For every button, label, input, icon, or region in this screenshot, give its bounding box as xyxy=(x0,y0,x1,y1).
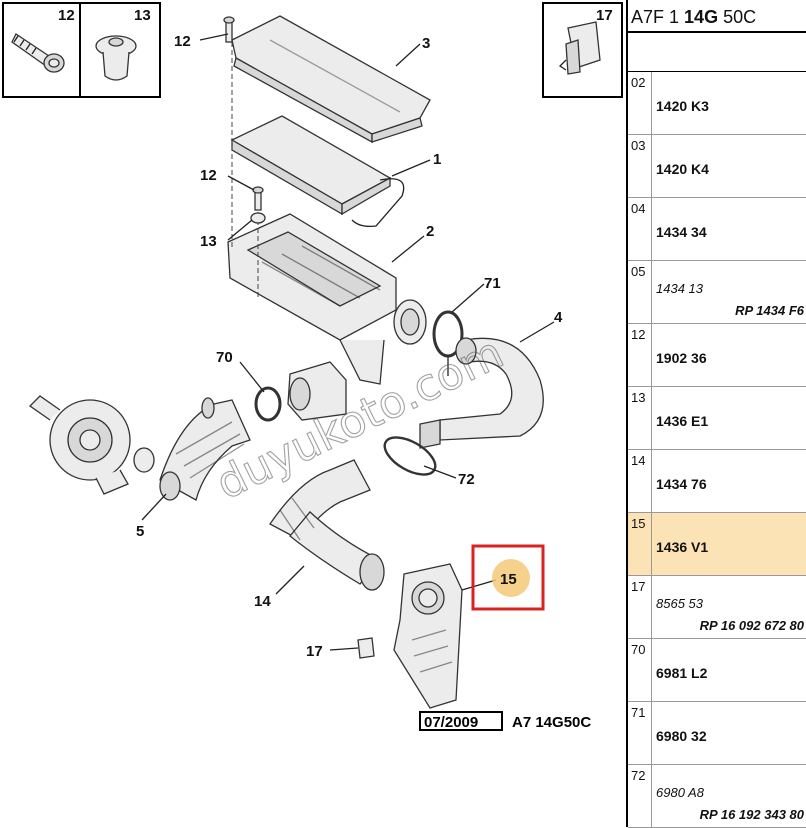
inset-box-13[interactable]: 13 xyxy=(79,2,161,98)
table-blank-row xyxy=(628,33,806,72)
table-row[interactable]: 72 6980 A8 RP 16 192 343 80 xyxy=(628,765,806,828)
grommet-icon xyxy=(95,35,137,81)
row-part-code: 8565 53 xyxy=(656,596,703,611)
callout-70[interactable]: 70 xyxy=(216,349,233,366)
callout-badge xyxy=(492,559,530,597)
callout-17[interactable]: 17 xyxy=(306,643,323,660)
row-part-code: 1436 E1 xyxy=(656,413,709,429)
row-part-code: 6981 L2 xyxy=(656,665,708,681)
row-index: 70 xyxy=(628,639,652,701)
callout-71[interactable]: 71 xyxy=(484,275,501,292)
row-part-code: 1434 13 xyxy=(656,281,703,296)
row-part-code: 1434 76 xyxy=(656,476,707,492)
callout-12-top[interactable]: 12 xyxy=(174,33,191,50)
row-index: 05 xyxy=(628,261,652,323)
airflow-meter[interactable] xyxy=(287,361,347,421)
seal-70[interactable] xyxy=(254,386,282,422)
callout-12-mid[interactable]: 12 xyxy=(200,167,217,184)
air-filter-element[interactable] xyxy=(230,115,405,228)
callout-72[interactable]: 72 xyxy=(458,471,475,488)
row-index: 72 xyxy=(628,765,652,827)
row-part-code: 6980 32 xyxy=(656,728,707,744)
air-filter-housing[interactable] xyxy=(227,213,427,385)
footer-date: 07/2009 xyxy=(424,714,478,731)
table-row[interactable]: 17 8565 53 RP 16 092 672 80 xyxy=(628,576,806,639)
screw-top xyxy=(223,16,235,43)
intake-hose-5[interactable] xyxy=(159,397,251,501)
footer-code: A7 14G50C xyxy=(512,714,591,731)
highlight-frame xyxy=(471,544,545,611)
table-header: A7F 1 14G 50C xyxy=(628,0,806,33)
callout-13-mid[interactable]: 13 xyxy=(200,233,217,250)
callout-5[interactable]: 5 xyxy=(136,523,144,540)
header-model: 14G xyxy=(684,7,719,27)
intake-hose-14[interactable] xyxy=(269,459,385,591)
clip-icon xyxy=(558,21,601,75)
air-duct-4[interactable] xyxy=(419,337,544,449)
footer-date-box xyxy=(419,711,503,731)
clip-17[interactable] xyxy=(357,637,375,659)
callout-4[interactable]: 4 xyxy=(554,309,563,326)
row-index: 02 xyxy=(628,72,652,134)
exploded-parts-diagram: 12 13 17 xyxy=(2,2,623,731)
mounting-bracket-15[interactable] xyxy=(393,563,463,709)
row-part-code: 1436 V1 xyxy=(656,539,709,555)
row-part-code: 1420 K3 xyxy=(656,98,709,114)
row-index: 03 xyxy=(628,135,652,197)
inset-box-17[interactable]: 17 xyxy=(542,2,623,98)
row-index: 13 xyxy=(628,387,652,449)
row-index: 15 xyxy=(628,513,652,575)
row-part-code: 1434 34 xyxy=(656,224,707,240)
row-index: 12 xyxy=(628,324,652,386)
row-index: 14 xyxy=(628,450,652,512)
row-part-code: 1902 36 xyxy=(656,350,707,366)
row-replacement-code: RP 16 192 343 80 xyxy=(699,807,804,822)
row-index: 71 xyxy=(628,702,652,764)
inset-17-label: 17 xyxy=(596,7,613,24)
row-replacement-code: RP 16 092 672 80 xyxy=(699,618,804,633)
callout-15[interactable]: 15 xyxy=(500,571,517,588)
inset-12-label: 12 xyxy=(58,7,75,24)
seal-71[interactable] xyxy=(432,310,464,376)
row-part-code: 1420 K4 xyxy=(656,161,709,177)
highlight-box-15[interactable]: 15 xyxy=(471,544,545,611)
turbocharger[interactable] xyxy=(28,395,155,495)
callout-1[interactable]: 1 xyxy=(433,151,441,168)
callout-14[interactable]: 14 xyxy=(254,593,271,610)
header-suffix: 50C xyxy=(723,7,757,27)
screw-icon xyxy=(11,33,65,73)
leader-lines xyxy=(141,33,555,651)
header-prefix: A7F 1 xyxy=(631,7,680,27)
inset-box-12[interactable]: 12 xyxy=(2,2,81,98)
table-row[interactable]: 05 1434 13 RP 1434 F6 xyxy=(628,261,806,324)
row-part-code: 6980 A8 xyxy=(656,785,704,800)
row-index: 17 xyxy=(628,576,652,638)
row-index: 04 xyxy=(628,198,652,260)
inset-13-label: 13 xyxy=(134,7,151,24)
callout-2[interactable]: 2 xyxy=(426,223,434,240)
callout-3[interactable]: 3 xyxy=(422,35,430,52)
row-replacement-code: RP 1434 F6 xyxy=(735,303,804,318)
screw-mid xyxy=(250,186,266,224)
air-filter-cover[interactable] xyxy=(231,15,431,144)
